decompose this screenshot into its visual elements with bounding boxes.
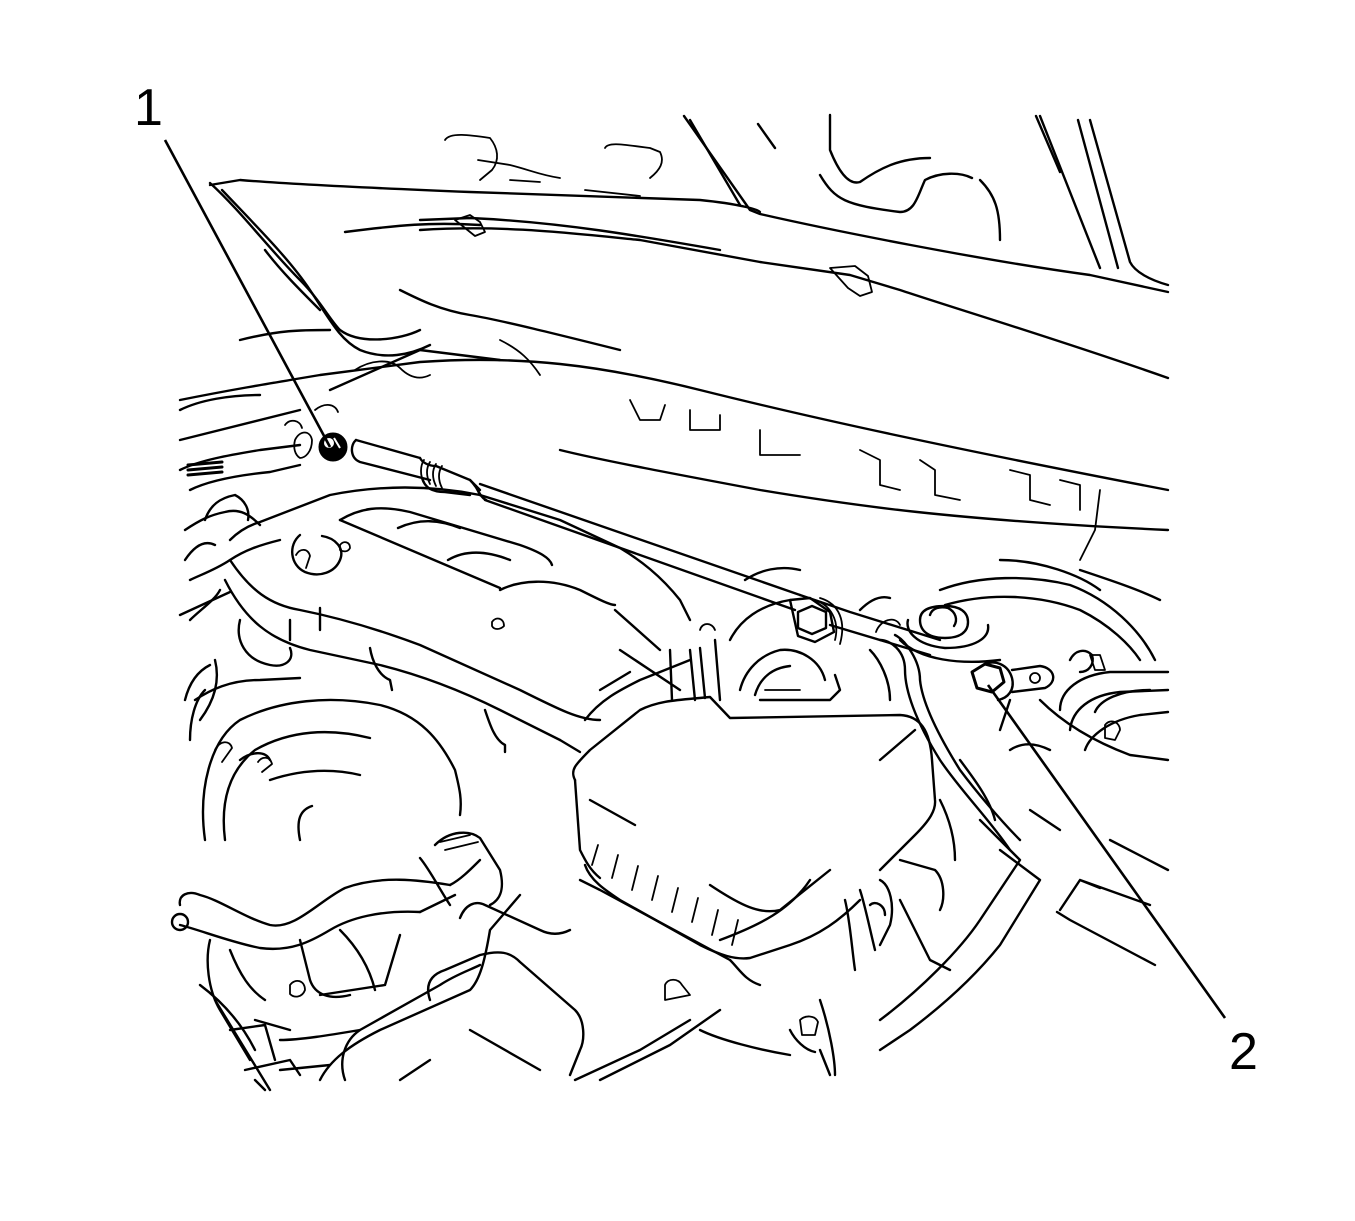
air-cleaner-housing (571, 623, 937, 987)
lower-left-detail (198, 928, 402, 1092)
leader-line-1 (163, 139, 332, 448)
nut-2 (970, 661, 1055, 702)
intake-detail (728, 566, 1022, 852)
callout-label-2: 2 (1229, 1023, 1258, 1081)
callout-label-1: 1 (134, 79, 163, 137)
right-strut-tower (938, 558, 1170, 967)
strut-cap (898, 604, 1002, 663)
nut-1 (318, 432, 348, 462)
battery-tray (253, 893, 837, 1092)
cowl-panel (178, 181, 1170, 602)
right-lower-detail (799, 758, 1042, 1077)
engine-cover (223, 486, 692, 754)
strut-tower-brace (350, 438, 942, 657)
brace-center-bolt (788, 596, 844, 645)
coolant-hose (170, 831, 504, 951)
left-engine-detail (178, 393, 339, 722)
brake-booster (183, 663, 462, 842)
leader-line-2 (986, 684, 1227, 1019)
hood-panel (208, 113, 1170, 380)
